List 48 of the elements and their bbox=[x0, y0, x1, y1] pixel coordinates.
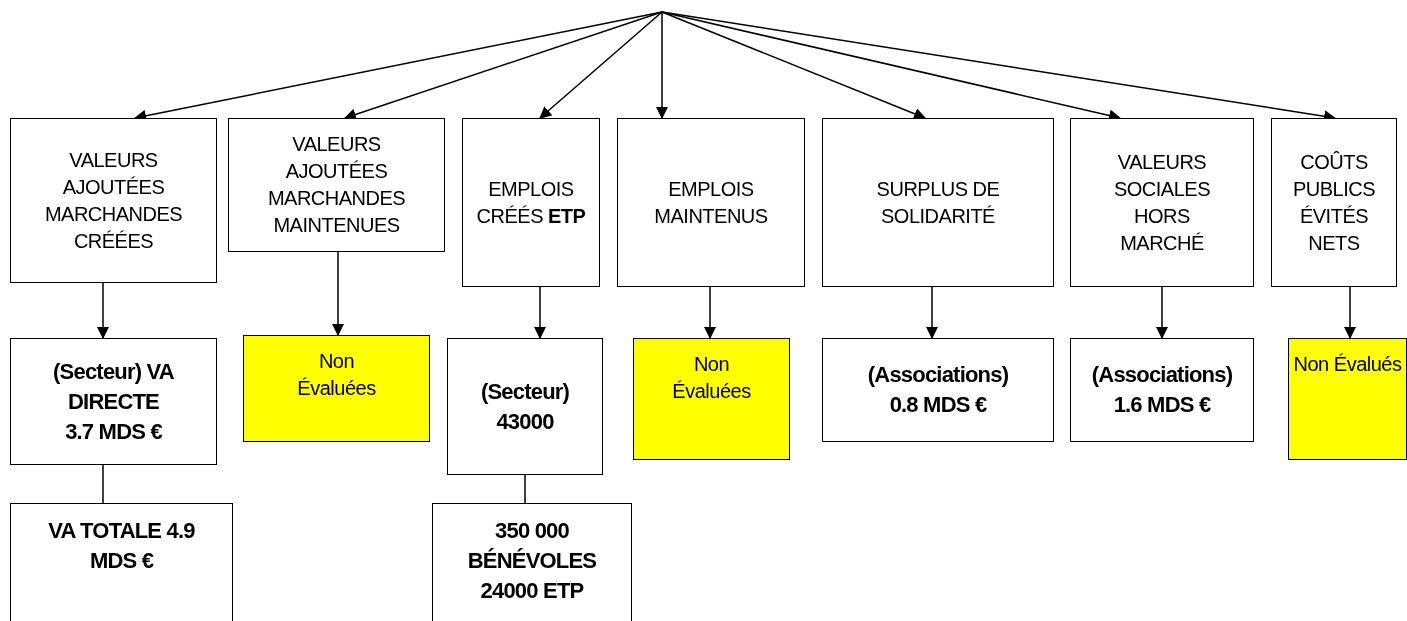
text-box bbox=[1070, 338, 1254, 442]
text-box bbox=[822, 118, 1054, 287]
text-box bbox=[447, 338, 603, 475]
box-text: VALEURS AJOUTÉES MARCHANDES CRÉÉES bbox=[43, 147, 184, 254]
text-box bbox=[1070, 118, 1254, 287]
box-text: Non Évalués bbox=[1293, 352, 1402, 377]
text-box bbox=[228, 118, 445, 252]
arrow bbox=[704, 286, 716, 339]
highlighted-box bbox=[633, 338, 790, 460]
box-text: 3.7 MDS € bbox=[65, 417, 162, 446]
box-text: VALEURS SOCIALES HORS MARCHÉ bbox=[1112, 149, 1211, 256]
arrow bbox=[332, 251, 344, 336]
arrow bbox=[97, 282, 109, 339]
text-box bbox=[1271, 118, 1397, 287]
text-box bbox=[462, 118, 600, 287]
arrow bbox=[1344, 286, 1356, 339]
box-text: Non Évaluées bbox=[296, 349, 377, 401]
arrow bbox=[661, 11, 926, 120]
text-box bbox=[10, 338, 217, 465]
arrow bbox=[926, 286, 938, 339]
box-text: EMPLOIS MAINTENUS bbox=[653, 176, 769, 229]
box-text: Non Évaluées bbox=[671, 352, 752, 404]
arrow bbox=[656, 11, 668, 119]
highlighted-box bbox=[243, 335, 430, 442]
box-text: EMPLOIS CRÉÉS ETP bbox=[476, 176, 586, 229]
box-text: (Associations) bbox=[1091, 361, 1233, 389]
connector-line bbox=[524, 474, 526, 504]
text-box bbox=[822, 338, 1054, 442]
box-text: (Associations) bbox=[867, 361, 1009, 389]
box-text: 0.8 MDS € bbox=[889, 391, 987, 419]
box-text: VALEURS AJOUTÉES MARCHANDES MAINTENUES bbox=[266, 132, 407, 238]
box-text: (Secteur) bbox=[480, 377, 570, 406]
box-text: VA TOTALE 4.9 MDS € bbox=[47, 517, 196, 575]
highlighted-box bbox=[1288, 338, 1407, 460]
arrow bbox=[539, 11, 663, 119]
box-text: 43000 bbox=[496, 407, 554, 436]
connector-line bbox=[102, 464, 104, 504]
box-text: COÛTS PUBLICS ÉVITÉS NETS bbox=[1291, 149, 1377, 256]
box-text: (Secteur) VA DIRECTE bbox=[52, 357, 175, 416]
text-box bbox=[432, 503, 632, 621]
text-box bbox=[10, 503, 233, 621]
box-text: 1.6 MDS € bbox=[1113, 391, 1211, 419]
box-text: 350 000 BÉNÉVOLES 24000 ETP bbox=[466, 517, 598, 605]
text-box bbox=[617, 118, 805, 287]
arrow bbox=[1156, 286, 1168, 339]
text-box bbox=[10, 118, 217, 283]
box-text: SURPLUS DE SOLIDARITÉ bbox=[875, 176, 1001, 229]
arrow bbox=[534, 286, 546, 339]
